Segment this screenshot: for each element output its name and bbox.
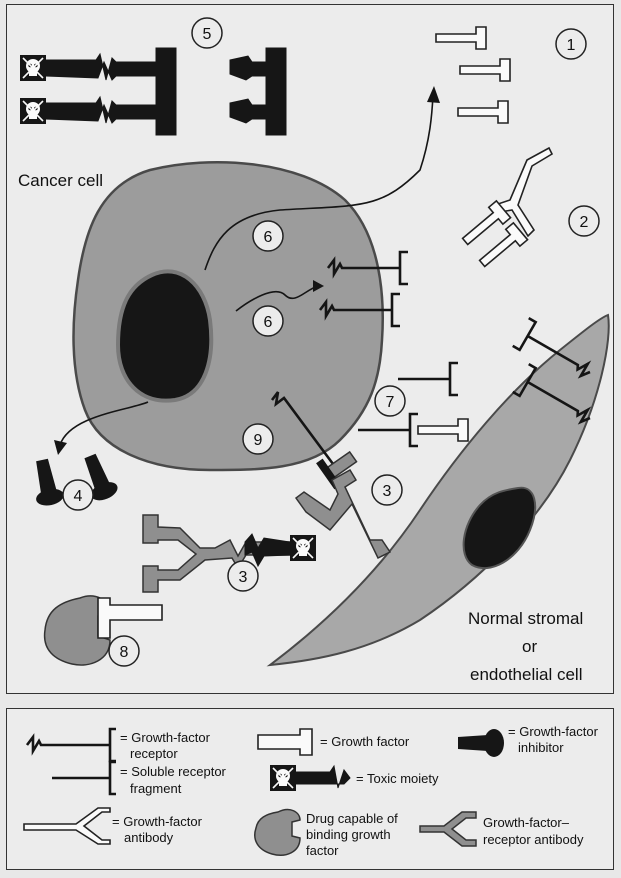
legend-drug-text-3: factor	[306, 843, 339, 858]
legend-antibody-text-1: = Growth-factor	[112, 814, 203, 829]
legend-receptor: = Growth-factor receptor	[27, 729, 211, 761]
fragment-icon	[398, 363, 458, 395]
step-number: 4	[74, 488, 83, 505]
legend-gf-text: = Growth factor	[320, 734, 410, 749]
cleaved-antibody	[230, 48, 286, 92]
normal-cell-label-3: endothelial cell	[470, 665, 582, 684]
normal-cell-label-1: Normal stromal	[468, 609, 583, 628]
legend-inhibitor-text-2: inhibitor	[518, 740, 564, 755]
immunotoxin-conjugate	[20, 91, 176, 135]
skull-icon	[20, 55, 46, 81]
legend-antibody-text-2: antibody	[124, 830, 174, 845]
gf-antibody-complex	[458, 148, 552, 272]
legend-gfr-antibody-text-2: receptor antibody	[483, 832, 584, 847]
immunotoxin-conjugate	[20, 48, 176, 92]
normal-cell-label-2: or	[522, 637, 537, 656]
legend-fragment-text-2: fragment	[130, 781, 182, 796]
step-number: 9	[254, 432, 263, 449]
legend-gf-antibody: = Growth-factor antibody	[24, 808, 203, 845]
drug-gf-complex	[45, 596, 162, 665]
cancer-cell-label: Cancer cell	[18, 171, 103, 190]
immunotoxin-group	[20, 48, 286, 135]
step-number: 3	[239, 569, 248, 586]
legend-fragment-text-1: = Soluble receptor	[120, 764, 227, 779]
legend-receptor-text-1: = Growth-factor	[120, 730, 211, 745]
step-number: 3	[383, 483, 392, 500]
cancer-cell	[74, 162, 383, 470]
step-number: 7	[386, 394, 395, 411]
legend-receptor-text-2: receptor	[130, 746, 178, 761]
growth-factor-icon	[460, 59, 510, 81]
skull-icon	[290, 535, 316, 561]
step-number: 2	[580, 214, 589, 231]
legend-gfr-antibody-text-1: Growth-factor–	[483, 815, 570, 830]
legend-drug: Drug capable of binding growth factor	[255, 810, 398, 858]
step-number: 6	[264, 229, 273, 246]
growth-factor-group	[436, 27, 510, 123]
legend-toxic-text: = Toxic moiety	[356, 771, 439, 786]
legend-drug-text-1: Drug capable of	[306, 811, 398, 826]
cleaved-antibody	[230, 91, 286, 135]
step-number: 5	[203, 26, 212, 43]
drug-icon	[255, 810, 300, 856]
inhibitor-icon	[28, 457, 65, 508]
step-number: 8	[120, 644, 129, 661]
legend: = Growth-factor receptor = Growth factor…	[24, 724, 599, 858]
legend-gfr-antibody: Growth-factor– receptor antibody	[420, 812, 584, 847]
legend-inhibitor: = Growth-factor inhibitor	[458, 724, 599, 757]
growth-factor-icon	[458, 101, 508, 123]
legend-fragment: = Soluble receptor fragment	[52, 762, 227, 796]
legend-inhibitor-text-1: = Growth-factor	[508, 724, 599, 739]
legend-toxic: = Toxic moiety	[270, 765, 439, 791]
skull-icon	[20, 98, 46, 124]
legend-drug-text-2: binding growth	[306, 827, 391, 842]
step-number: 6	[264, 314, 273, 331]
legend-growth-factor: = Growth factor	[258, 729, 410, 755]
step-number: 1	[567, 37, 576, 54]
cancer-nucleus	[118, 271, 211, 400]
skull-icon	[270, 765, 296, 791]
fragment-icon	[358, 414, 418, 446]
growth-factor-icon	[418, 419, 468, 441]
growth-factor-icon	[436, 27, 486, 49]
